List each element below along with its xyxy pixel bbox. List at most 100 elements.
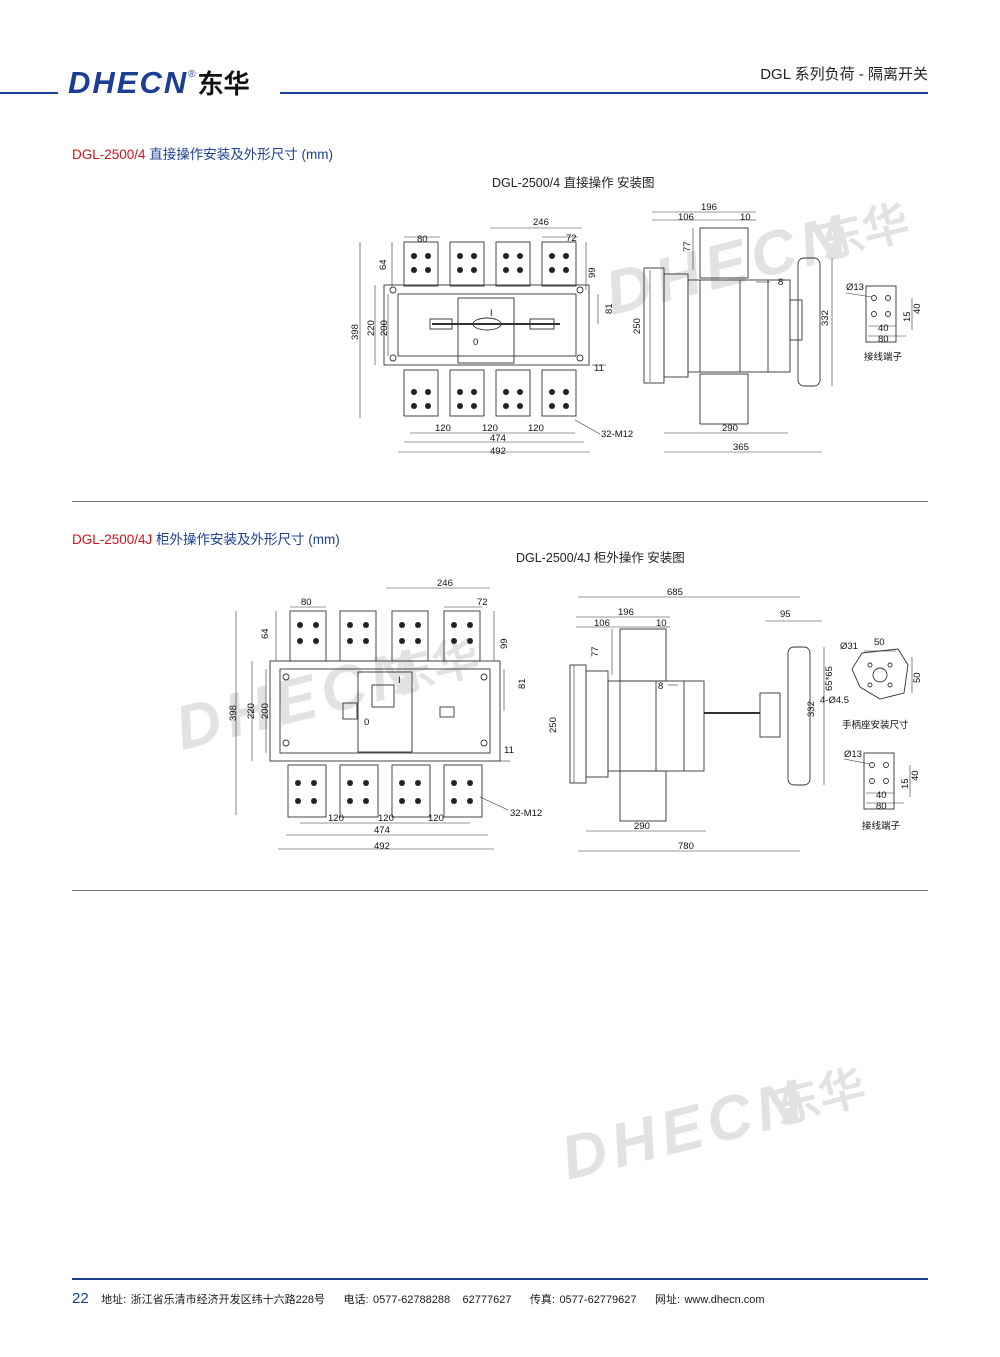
front-bolts-1 — [411, 253, 569, 409]
svg-text:106: 106 — [594, 618, 610, 629]
front-view-1 — [383, 241, 590, 417]
phone-label: 电话: — [343, 1294, 369, 1306]
section1-model: DGL-2500/4 — [72, 147, 146, 162]
svg-text:11: 11 — [504, 745, 514, 756]
watermark-large: DHECN 东华 — [555, 1059, 871, 1193]
top-terminals-2 — [289, 610, 481, 662]
svg-text:200: 200 — [260, 703, 271, 719]
svg-text:81: 81 — [604, 303, 615, 314]
terminal-text-1: Ø13 15 40 40 80 接线端子 — [846, 282, 923, 363]
svg-text:99: 99 — [499, 638, 510, 649]
svg-text:250: 250 — [632, 318, 643, 334]
svg-text:10: 10 — [740, 212, 751, 223]
svg-text:接线端子: 接线端子 — [864, 351, 903, 363]
side-dim-lines-2 — [573, 596, 825, 852]
svg-text:780: 780 — [678, 841, 694, 852]
svg-text:72: 72 — [566, 233, 577, 244]
svg-text:40: 40 — [878, 323, 889, 334]
svg-text:492: 492 — [374, 841, 390, 852]
phone-2: 62777627 — [462, 1294, 512, 1306]
svg-text:120: 120 — [435, 423, 451, 434]
watermark-2: DHECN 东华 — [169, 629, 485, 763]
svg-text:32-M12: 32-M12 — [510, 808, 542, 819]
address-label: 地址: — [101, 1294, 127, 1306]
terminal-detail-1 — [845, 285, 913, 343]
svg-text:196: 196 — [618, 607, 634, 618]
svg-text:95: 95 — [780, 609, 791, 620]
svg-text:32-M12: 32-M12 — [601, 429, 633, 440]
section2-drawing: DHECN 东华 — [169, 578, 923, 852]
svg-text:474: 474 — [374, 825, 390, 836]
svg-text:50: 50 — [912, 672, 923, 683]
front-dim-text-2: 246 80 72 64 99 81 398 220 200 11 120 12… — [228, 578, 542, 852]
logo: DHECN®东华 — [68, 64, 250, 104]
front-bolts-2 — [295, 622, 473, 804]
front-view-2 — [269, 610, 501, 818]
svg-text:99: 99 — [587, 267, 598, 278]
section1-drawing-title: DGL-2500/4 直接操作 安装图 — [492, 176, 655, 190]
svg-text:8: 8 — [658, 681, 663, 692]
svg-text:246: 246 — [533, 217, 549, 228]
svg-text:196: 196 — [701, 202, 717, 213]
svg-text:10: 10 — [656, 618, 667, 629]
side-dim-text-2: 685 196 106 10 95 77 8 250 332 290 780 — [548, 587, 817, 852]
svg-text:Ø13: Ø13 — [844, 749, 862, 760]
svg-text:65*65: 65*65 — [824, 666, 835, 691]
svg-text:398: 398 — [228, 705, 239, 721]
logo-cn: 东华 — [197, 70, 250, 100]
header: DHECN®东华 DGL 系列负荷 - 隔离开关 — [0, 0, 1000, 110]
svg-text:492: 492 — [490, 446, 506, 457]
svg-text:250: 250 — [548, 717, 559, 733]
svg-text:290: 290 — [722, 423, 738, 434]
web-label: 网址: — [654, 1294, 681, 1306]
top-terminals-1 — [403, 241, 577, 287]
svg-text:290: 290 — [634, 821, 650, 832]
svg-text:80: 80 — [417, 234, 428, 245]
svg-text:8: 8 — [778, 277, 783, 288]
svg-text:120: 120 — [482, 423, 498, 434]
svg-text:Ø13: Ø13 — [846, 282, 864, 293]
svg-text:685: 685 — [667, 587, 683, 598]
svg-text:I: I — [490, 308, 493, 319]
front-dim-lines-1 — [359, 227, 606, 453]
side-view-2 — [569, 628, 811, 822]
svg-text:Ø31: Ø31 — [840, 641, 858, 652]
svg-text:200: 200 — [379, 320, 390, 336]
svg-text:0: 0 — [473, 337, 478, 348]
svg-text:120: 120 — [528, 423, 544, 434]
phone-1: 0577-62788288 — [372, 1294, 451, 1306]
svg-text:220: 220 — [246, 703, 257, 719]
logo-latin: DHECN — [68, 65, 189, 100]
website-link[interactable]: www.dhecn.com — [684, 1294, 765, 1306]
terminal-text-2: Ø13 15 40 40 80 接线端子 — [844, 749, 921, 832]
page-number: 22 — [72, 1290, 89, 1307]
header-title: DGL 系列负荷 - 隔离开关 — [760, 66, 928, 83]
svg-text:398: 398 — [350, 324, 361, 340]
svg-text:64: 64 — [378, 259, 389, 270]
section2-drawing-title: DGL-2500/4J 柜外操作 安装图 — [516, 551, 685, 565]
footer-rule — [72, 1278, 928, 1280]
svg-text:81: 81 — [517, 678, 528, 689]
svg-text:手柄座安装尺寸: 手柄座安装尺寸 — [842, 719, 909, 731]
svg-text:15: 15 — [902, 311, 913, 322]
svg-text:40: 40 — [910, 770, 921, 781]
footer: 22 地址: 浙江省乐清市经济开发区纬十六路228号 电话: 0577-6278… — [72, 1290, 932, 1308]
svg-text:40: 40 — [876, 790, 887, 801]
handle-base-text-2: Ø31 50 50 65*65 4-Ø4.5 手柄座安装尺寸 — [820, 637, 923, 731]
svg-text:15: 15 — [900, 778, 911, 789]
front-dim-text-1: 246 80 72 64 99 81 398 220 200 11 120 12… — [350, 217, 633, 457]
svg-text:332: 332 — [820, 310, 831, 326]
section2-model: DGL-2500/4J — [72, 532, 153, 547]
fax-label: 传真: — [529, 1294, 555, 1306]
section-divider-2 — [72, 890, 928, 891]
svg-text:120: 120 — [328, 813, 344, 824]
svg-text:80: 80 — [876, 801, 887, 812]
svg-text:106: 106 — [678, 212, 694, 223]
section2-title-rest: 柜外操作安装及外形尺寸 (mm) — [152, 532, 340, 547]
front-dim-lines-2 — [235, 587, 510, 850]
svg-text:80: 80 — [301, 597, 312, 608]
svg-text:120: 120 — [378, 813, 394, 824]
svg-text:40: 40 — [912, 303, 923, 314]
svg-text:11: 11 — [594, 363, 604, 374]
address: 浙江省乐清市经济开发区纬十六路228号 — [130, 1294, 326, 1306]
